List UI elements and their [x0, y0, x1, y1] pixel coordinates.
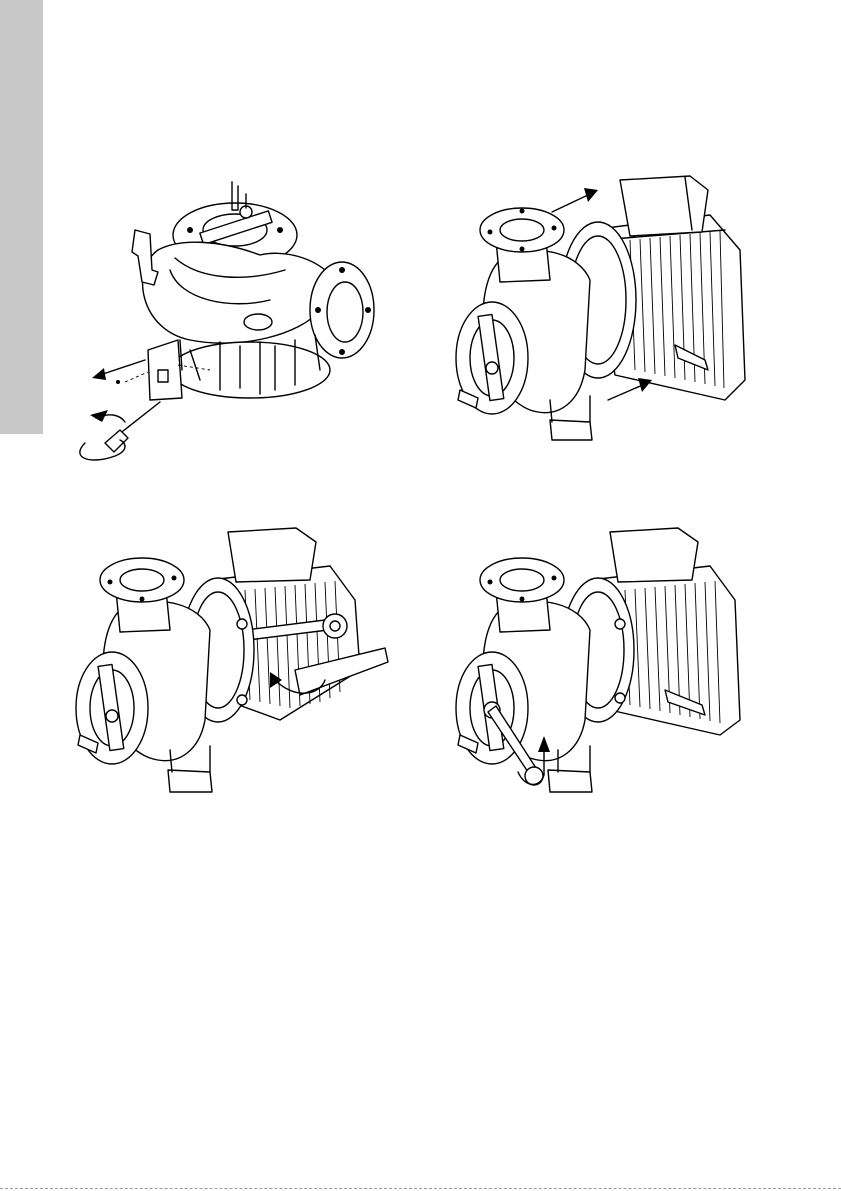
bottom-cut-line — [0, 1188, 841, 1189]
pump-removing-cover-plate-icon — [70, 160, 410, 470]
pump-wrench-at-shaft-icon — [440, 520, 770, 820]
side-tab — [0, 0, 43, 434]
pump-motor-arrows-icon — [440, 160, 770, 470]
pump-wrench-at-motor-icon — [60, 520, 410, 820]
